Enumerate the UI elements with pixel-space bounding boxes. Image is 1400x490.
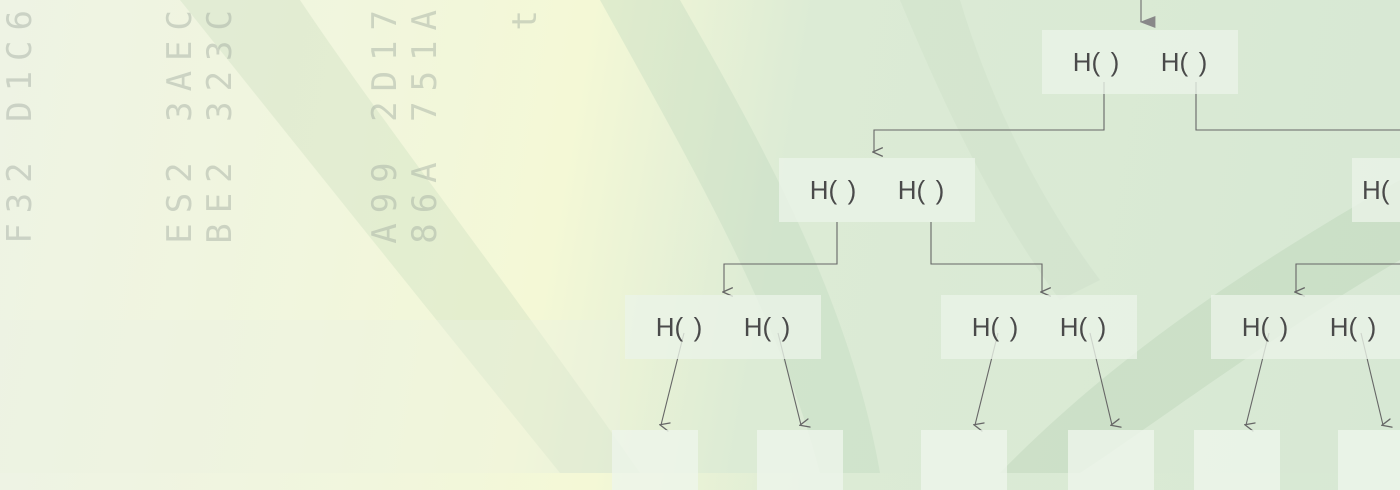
hash-label: H( ): [809, 174, 857, 205]
tree-node-level3-c: H( ) H( ): [1211, 295, 1400, 359]
connector: [724, 222, 838, 292]
leaf-node: [1338, 430, 1400, 490]
connector: [1296, 263, 1400, 292]
hash-label: H( ): [897, 174, 945, 205]
tree-node-level2-left: H( ) H( ): [779, 158, 975, 222]
leaf-node: [612, 430, 698, 490]
background-artwork: F32 D1C6 ES2 3AEC BE2 323C A99 2D17 86A …: [0, 0, 1400, 473]
leaf-node: [1068, 430, 1154, 490]
hash-label: H( ): [743, 311, 791, 342]
tree-node-level3-b: H( ) H( ): [941, 295, 1137, 359]
hash-label: H( ): [655, 311, 703, 342]
hash-label: H( ): [1072, 46, 1120, 77]
tree-node-level2-right: H(: [1352, 158, 1400, 222]
hash-label: H( ): [1329, 311, 1377, 342]
leaf-node: [757, 430, 843, 490]
connector: [874, 82, 1105, 152]
connector: [930, 222, 1042, 292]
hash-label: H( ): [971, 311, 1019, 342]
hash-label: H( ): [1059, 311, 1107, 342]
tree-node-level3-a: H( ) H( ): [625, 295, 821, 359]
merkle-tree-connectors: [0, 0, 1400, 473]
hash-label: H( ): [1160, 46, 1208, 77]
connector: [1195, 82, 1400, 131]
leaf-node: [1194, 430, 1280, 490]
hash-label: H( ): [1241, 311, 1289, 342]
tree-node-root: H( ) H( ): [1042, 30, 1238, 94]
hash-label: H(: [1362, 174, 1390, 205]
leaf-node: [921, 430, 1007, 490]
background-leaves: [0, 0, 1400, 473]
